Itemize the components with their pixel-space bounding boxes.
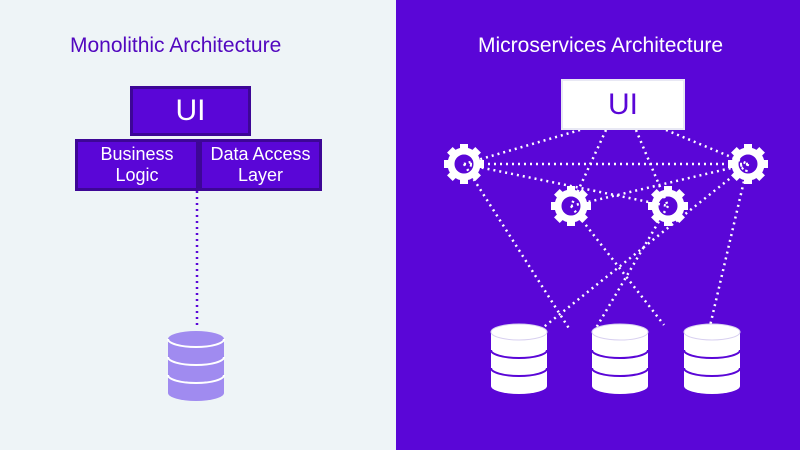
business-logic-line-2: Logic xyxy=(115,165,159,185)
monolith-ui-block: UI xyxy=(130,86,251,136)
monolithic-connections xyxy=(167,191,225,401)
microservices-panel: Microservices Architecture UI xyxy=(396,0,800,450)
data-access-layer-block: Data Access Layer xyxy=(199,139,322,191)
microservices-ui-label: UI xyxy=(608,87,638,121)
microservices-connections xyxy=(396,128,800,395)
database-icon xyxy=(591,323,649,395)
data-access-line-1: Data Access xyxy=(210,144,311,164)
monolith-ui-label: UI xyxy=(175,94,206,127)
business-logic-block: Business Logic xyxy=(75,139,199,191)
microservices-ui-block: UI xyxy=(561,79,685,130)
connection-lines xyxy=(462,128,750,331)
business-logic-line-1: Business xyxy=(100,144,174,164)
monolithic-panel: Monolithic Architecture UI Business Logi… xyxy=(0,0,396,450)
database-icon xyxy=(167,331,225,401)
database-icon xyxy=(683,323,741,395)
microservices-title: Microservices Architecture xyxy=(478,34,724,57)
database-icon xyxy=(490,323,548,395)
data-access-line-2: Layer xyxy=(237,165,283,185)
monolithic-title: Monolithic Architecture xyxy=(70,34,282,57)
